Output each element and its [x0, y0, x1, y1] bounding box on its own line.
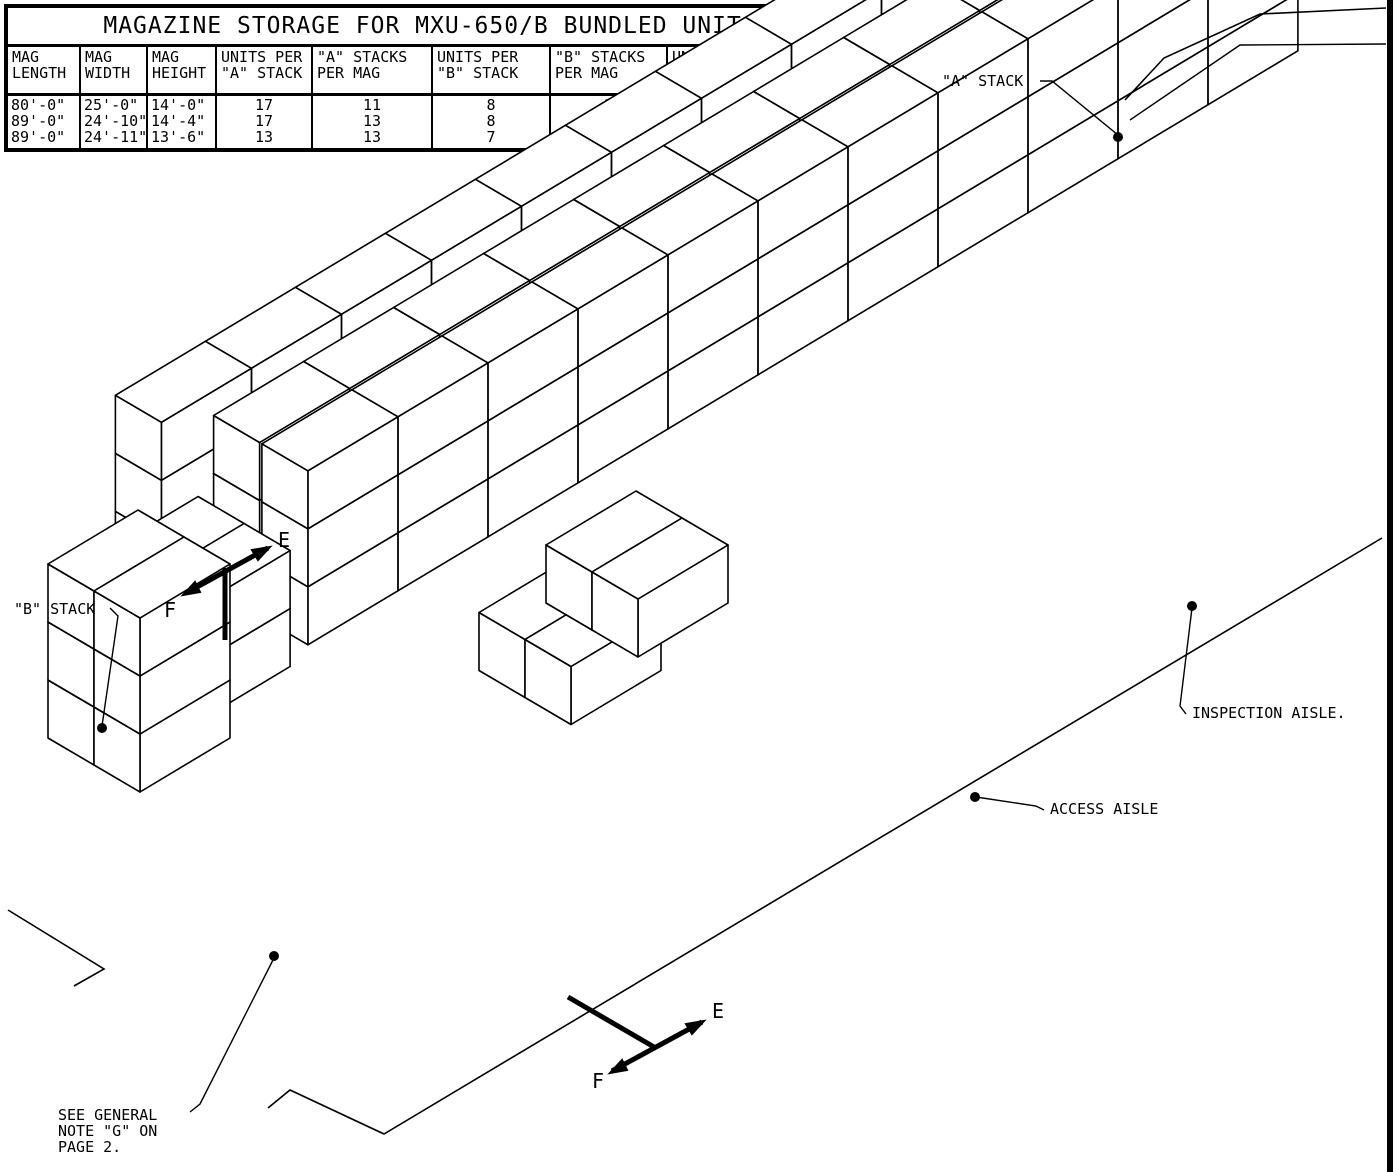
section-cut-lower-bar [610, 1019, 704, 1074]
access-aisle-leader [975, 796, 1045, 811]
magazine-arch-inner [1129, 43, 1387, 121]
a-stack-label: "A" STACK [942, 72, 1024, 90]
see-general-note-label: SEE GENERAL NOTE "G" ON PAGE 2. [58, 1106, 158, 1156]
table-title: MAGAZINE STORAGE FOR MXU-650/B BUNDLED U… [8, 8, 852, 47]
column-header: UNITS PER "A" STACK [217, 47, 311, 96]
column-header: "A" STACKS PER MAG [313, 47, 431, 96]
section-arrow-f-lower [607, 1058, 629, 1075]
table-cell: 89'-0" [11, 128, 66, 146]
floor-outline-left [7, 909, 106, 987]
section-cut-lower-stem [566, 994, 656, 1050]
section-e-upper-label: E [278, 528, 291, 552]
column-header: MAG LENGTH [8, 47, 79, 96]
table-cell: 7 [486, 128, 496, 146]
stack-unit-top-face [212, 360, 351, 444]
stack-unit-top-face [93, 536, 231, 619]
inspection-aisle-leader [1179, 607, 1193, 715]
page-right-border [1387, 0, 1393, 1172]
b-stack-dot [97, 723, 107, 733]
column-header: MAG HEIGHT [148, 47, 215, 96]
table-cell: 8 [486, 96, 496, 114]
table-cell: 25'-0" [84, 96, 139, 114]
table-cell: 8 [486, 112, 496, 130]
inspection-aisle-label: INSPECTION AISLE. [1192, 704, 1346, 722]
section-arrow-f-upper [180, 580, 202, 597]
section-arrow-e-lower [684, 1019, 707, 1036]
stack-unit-top-face [591, 517, 729, 600]
table-cell: 13 [362, 112, 382, 130]
section-f-lower-label: F [592, 1069, 605, 1093]
column-header: UNITS PER "B" STACK [433, 47, 549, 96]
section-e-lower-label: E [712, 999, 725, 1023]
table-cell: 24'-11" [84, 128, 148, 146]
access-aisle-label: ACCESS AISLE [1050, 800, 1159, 818]
table-cell: 14'-0" [151, 96, 206, 114]
a-stack-dot [1113, 132, 1123, 142]
table-cell: 14'-4" [151, 112, 206, 130]
table-cell: 24'-10" [84, 112, 148, 130]
stack-unit-top-face [261, 388, 399, 472]
table-cell: 17 [254, 112, 274, 130]
stack-unit-top-face [114, 340, 253, 424]
b-stack-label: "B" STACK [14, 600, 96, 618]
floor-outline-front [267, 537, 1383, 1135]
access-aisle-dot [970, 792, 980, 802]
table-cell: 13 [362, 128, 382, 146]
a-stack-leader [1040, 80, 1119, 136]
column-header: "B" STACKS PER MAG [551, 47, 666, 96]
inspection-aisle-dot [1187, 601, 1197, 611]
table-cell: 80'-0" [11, 96, 66, 114]
table-cell: 13 [254, 128, 274, 146]
b-stack-leader [101, 607, 119, 727]
section-f-upper-label: F [164, 598, 177, 622]
see-note-dot [269, 951, 279, 961]
section-arrow-e-upper [250, 545, 273, 562]
magazine-arch-outline [1124, 7, 1387, 101]
table-cell: 89'-0" [11, 112, 66, 130]
see-note-leader [189, 957, 275, 1113]
column-header: MAG WIDTH [81, 47, 146, 96]
table-cell: 13'-6" [151, 128, 206, 146]
table-cell: 11 [362, 96, 382, 114]
table-cell: 17 [254, 96, 274, 114]
